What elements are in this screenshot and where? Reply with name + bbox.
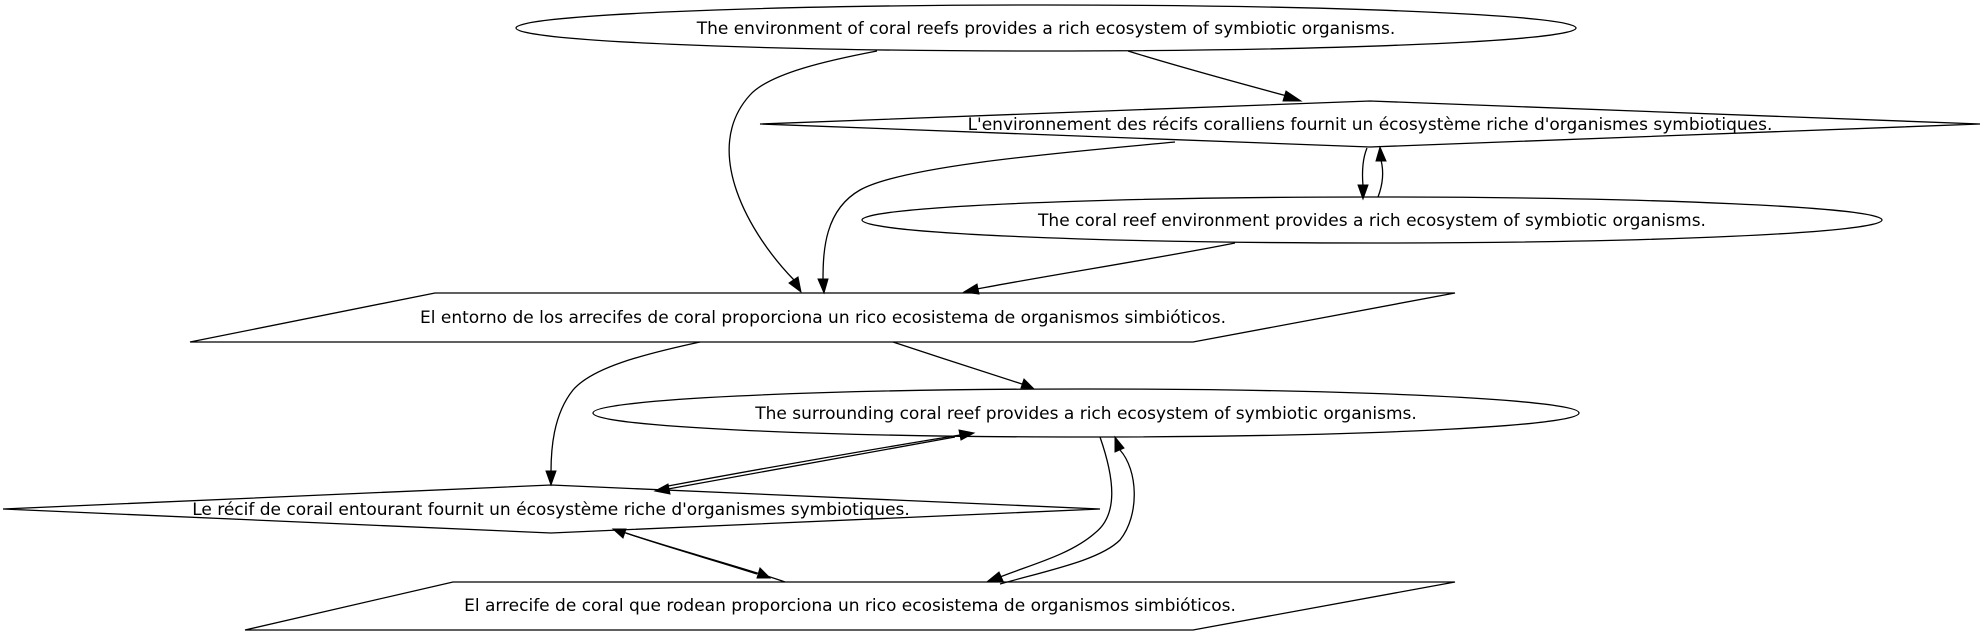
node-n4-label: El entorno de los arrecifes de coral pro… xyxy=(420,308,1226,328)
edge-n3-to-n2 xyxy=(1377,159,1384,198)
node-n6: Le récif de corail entourant fournit un … xyxy=(2,484,1101,534)
arrowhead-n2-to-n4 xyxy=(817,278,829,295)
node-n2: L'environnement des récifs coralliens fo… xyxy=(759,100,1981,148)
arrowhead-n7-to-n6 xyxy=(611,528,627,539)
edge-n1-to-n4 xyxy=(728,50,878,281)
node-n7-label: El arrecife de coral que rodean proporci… xyxy=(464,596,1236,616)
edge-n2-to-n3 xyxy=(1361,147,1368,187)
node-n3: The coral reef environment provides a ri… xyxy=(861,196,1883,244)
edge-n3-to-n4 xyxy=(976,242,1236,290)
edge-n6-to-n5 xyxy=(667,434,961,487)
arrowhead-n5-to-n6 xyxy=(653,483,671,495)
node-n2-label: L'environnement des récifs coralliens fo… xyxy=(968,115,1773,135)
node-n3-ellipse xyxy=(861,196,1883,244)
node-n4-parallelogram xyxy=(189,292,1456,343)
arrowhead-n1-to-n2 xyxy=(1282,90,1303,102)
node-n2-diamond xyxy=(759,100,1981,148)
node-n5: The surrounding coral reef provides a ri… xyxy=(592,388,1580,438)
edge-n1-to-n2 xyxy=(1127,50,1288,97)
node-n4: El entorno de los arrecifes de coral pro… xyxy=(189,292,1456,343)
arrowhead-n3-to-n2 xyxy=(1375,145,1387,162)
node-n5-label: The surrounding coral reef provides a ri… xyxy=(754,404,1417,424)
edges xyxy=(545,50,1387,585)
node-n5-ellipse xyxy=(592,388,1580,438)
node-n1-label: The environment of coral reefs provides … xyxy=(696,19,1396,39)
edge-n4-to-n6 xyxy=(550,341,701,473)
arrowhead-n2-to-n3 xyxy=(1357,184,1369,201)
edge-n7-to-n6 xyxy=(625,532,786,583)
edge-n5-to-n6 xyxy=(667,436,956,490)
arrowhead-n5-to-n7 xyxy=(986,571,1004,582)
node-n3-label: The coral reef environment provides a ri… xyxy=(1037,211,1706,231)
edge-n4-to-n5 xyxy=(892,341,1023,385)
edge-n7-to-n5 xyxy=(999,449,1135,585)
arrowhead-n4-to-n6 xyxy=(545,470,557,487)
nodes: The environment of coral reefs provides … xyxy=(2,4,1981,631)
node-n6-diamond xyxy=(2,484,1101,534)
node-n1: The environment of coral reefs provides … xyxy=(515,4,1577,52)
node-n6-label: Le récif de corail entourant fournit un … xyxy=(192,500,910,520)
node-n1-ellipse xyxy=(515,4,1577,52)
edge-n5-to-n7 xyxy=(999,436,1113,578)
node-n7-parallelogram xyxy=(244,581,1456,631)
arrowhead-n6-to-n5 xyxy=(958,429,976,441)
arrowhead-n4-to-n5 xyxy=(1020,378,1036,390)
arrowhead-n1-to-n4 xyxy=(788,276,802,294)
edge-n2-to-n4 xyxy=(822,141,1176,281)
node-n7: El arrecife de coral que rodean proporci… xyxy=(244,581,1456,631)
arrowhead-n7-to-n5 xyxy=(1114,435,1125,453)
